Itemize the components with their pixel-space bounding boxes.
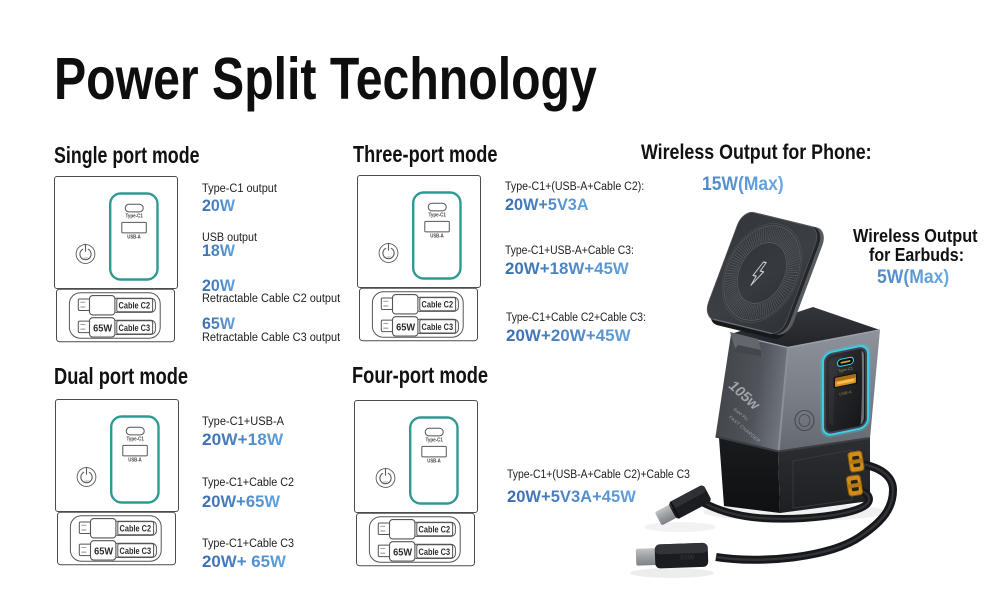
svg-text:Type-C1: Type-C1 [838, 365, 854, 373]
svg-text:65W: 65W [680, 554, 695, 562]
svg-text:USB-A: USB-A [839, 389, 852, 397]
